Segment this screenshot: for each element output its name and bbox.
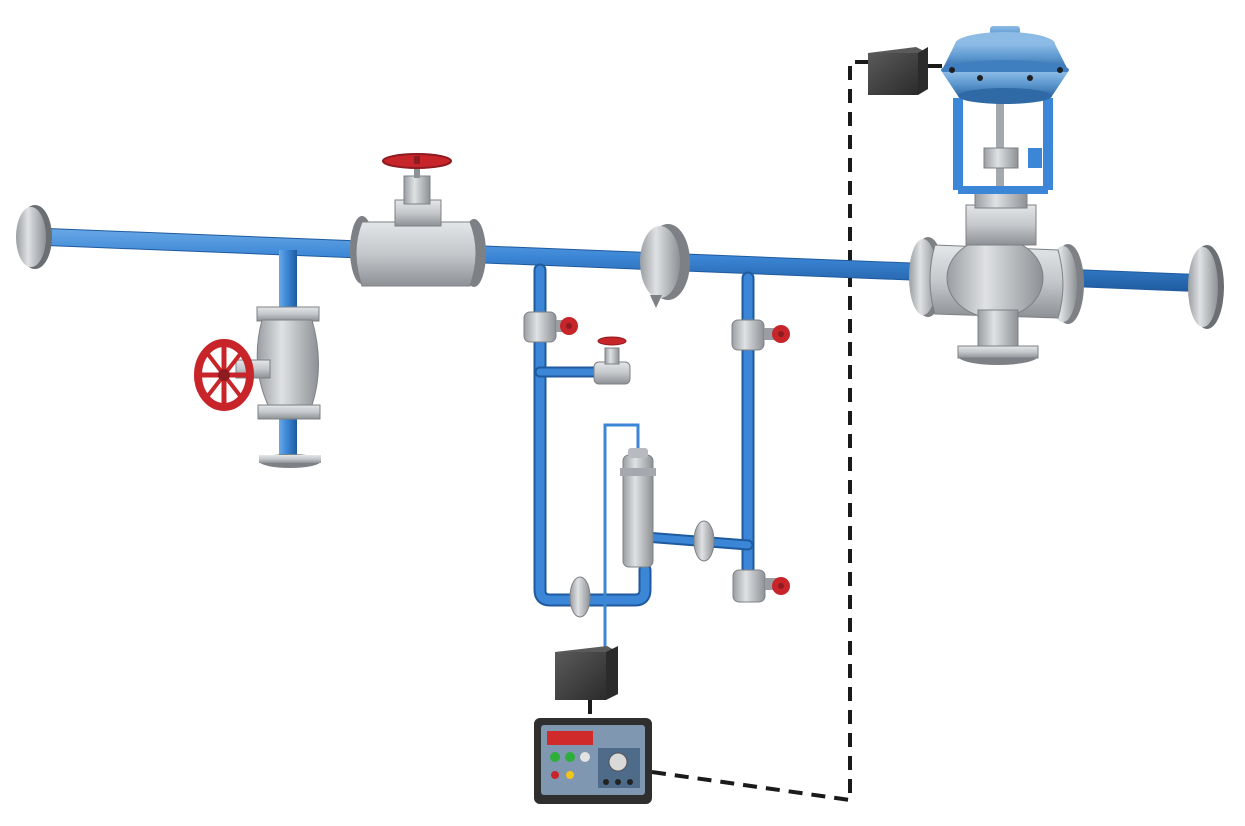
handwheel-icon[interactable] — [382, 153, 452, 169]
branch-globe-valve — [194, 306, 321, 420]
orifice-plate — [640, 224, 690, 308]
status-led-icon — [566, 771, 574, 779]
branch-pipe-left — [259, 250, 321, 468]
handwheel-icon[interactable] — [194, 339, 254, 411]
control-valve-actuator — [941, 26, 1069, 104]
control-knob-icon[interactable] — [608, 752, 628, 772]
controller-display — [547, 731, 593, 745]
equalizing-valve — [593, 336, 631, 385]
impulse-valve-right-top — [731, 319, 790, 351]
button-icon[interactable] — [615, 779, 621, 785]
globe-valve — [350, 153, 486, 287]
status-led-icon — [565, 752, 575, 762]
signal-lines — [588, 60, 955, 803]
button-icon[interactable] — [603, 779, 609, 785]
signal-line-controller-to-valve — [651, 60, 872, 803]
button-icon[interactable] — [627, 779, 633, 785]
inlet-flange-left — [16, 205, 52, 269]
handwheel-icon[interactable] — [597, 336, 627, 346]
status-led-icon — [580, 752, 590, 762]
handwheel-icon[interactable] — [772, 325, 790, 343]
outlet-flange-right — [1188, 245, 1224, 329]
transmitter — [555, 646, 618, 700]
control-valve — [909, 98, 1084, 365]
impulse-valve-left — [523, 311, 578, 343]
status-led-icon — [550, 752, 560, 762]
status-led-icon — [551, 771, 559, 779]
positioner — [868, 47, 928, 95]
impulse-valve-right-bottom — [732, 569, 790, 603]
controller[interactable] — [534, 718, 652, 804]
condensate-pot — [620, 448, 656, 568]
handwheel-icon[interactable] — [772, 577, 790, 595]
handwheel-icon[interactable] — [560, 317, 578, 335]
impulse-flanges — [569, 520, 715, 618]
